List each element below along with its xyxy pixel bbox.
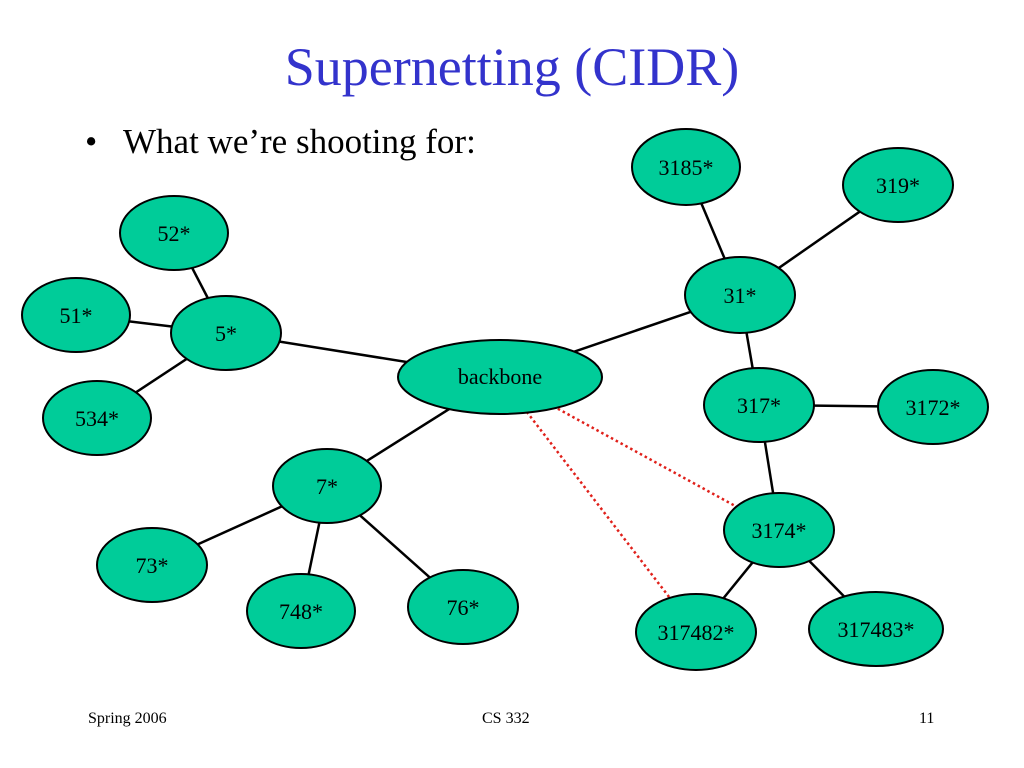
node-label: 7*: [316, 474, 338, 499]
node-label: 31*: [724, 283, 757, 308]
node-shape: [119, 195, 229, 271]
node-label: 3174*: [752, 518, 807, 543]
node-shape: [808, 591, 944, 667]
node-n3174: 3174*: [723, 492, 835, 568]
node-label: 319*: [876, 173, 920, 198]
node-shape: [21, 277, 131, 353]
node-label: 317483*: [838, 617, 915, 642]
footer-course: CS 332: [482, 710, 530, 727]
node-shape: [877, 369, 989, 445]
edge-backbone-n317482: [499, 376, 697, 633]
node-shape: [170, 295, 282, 371]
node-label: 76*: [447, 595, 480, 620]
node-shape: [96, 527, 208, 603]
node-label: 534*: [75, 406, 119, 431]
node-n52: 52*: [119, 195, 229, 271]
node-n51: 51*: [21, 277, 131, 353]
bullet-marker: •: [85, 122, 98, 161]
node-n76: 76*: [407, 569, 519, 645]
node-label: 3185*: [659, 155, 714, 180]
node-label: 3172*: [906, 395, 961, 420]
node-shape: [407, 569, 519, 645]
node-label: 51*: [60, 303, 93, 328]
node-shape: [42, 380, 152, 456]
node-shape: [842, 147, 954, 223]
node-n7: 7*: [272, 448, 382, 524]
node-label: 748*: [279, 599, 323, 624]
node-n317483: 317483*: [808, 591, 944, 667]
node-shape: [723, 492, 835, 568]
node-shape: [631, 128, 741, 206]
node-label: 317*: [737, 393, 781, 418]
node-label: 317482*: [658, 620, 735, 645]
node-label: backbone: [458, 364, 542, 389]
node-n73: 73*: [96, 527, 208, 603]
node-shape: [246, 573, 356, 649]
node-n31: 31*: [684, 256, 796, 334]
node-shape: [397, 339, 603, 415]
node-n317482: 317482*: [635, 593, 757, 671]
edge-backbone-n3174: [499, 375, 780, 532]
footer-page-number: 11: [919, 710, 935, 727]
node-label: 52*: [158, 221, 191, 246]
slide-title: Supernetting (CIDR): [284, 37, 740, 97]
node-backbone: backbone: [397, 339, 603, 415]
node-shape: [635, 593, 757, 671]
node-n3185: 3185*: [631, 128, 741, 206]
node-label: 5*: [215, 321, 237, 346]
node-shape: [684, 256, 796, 334]
node-n534: 534*: [42, 380, 152, 456]
node-n319: 319*: [842, 147, 954, 223]
node-n3172: 3172*: [877, 369, 989, 445]
node-n317: 317*: [703, 367, 815, 443]
node-shape: [703, 367, 815, 443]
bullet-text: What we’re shooting for:: [123, 122, 476, 161]
footer-date: Spring 2006: [88, 710, 167, 727]
nodes-layer: backbone 52* 51* 5* 534* 7* 73* 748* 76* 3185* 319…: [21, 128, 989, 671]
node-n748: 748*: [246, 573, 356, 649]
node-shape: [272, 448, 382, 524]
bullet-item: • What we’re shooting for:: [85, 122, 476, 162]
node-n5: 5*: [170, 295, 282, 371]
node-label: 73*: [136, 553, 169, 578]
